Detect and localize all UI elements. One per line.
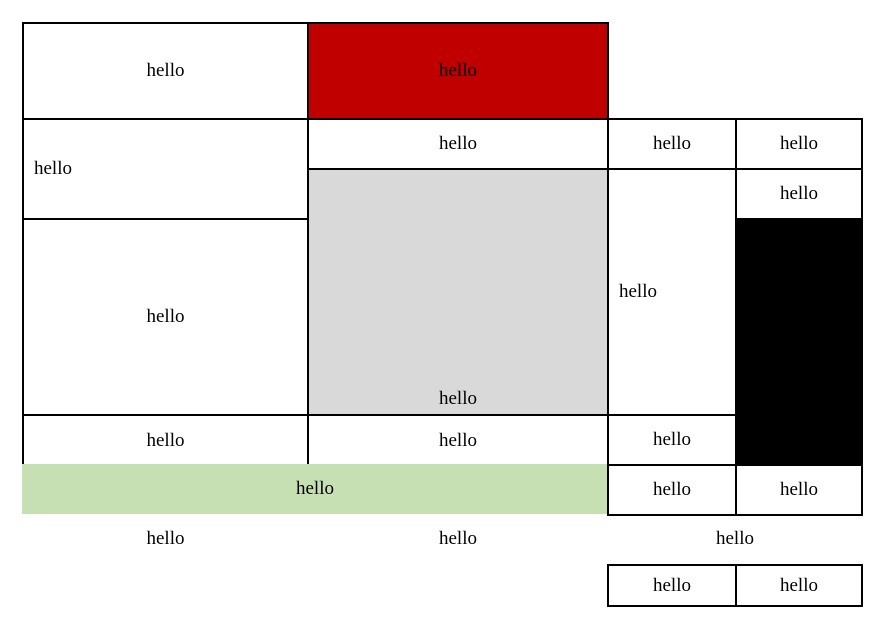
cell-r2-c1: hello — [22, 118, 309, 220]
cell-r6-c4: hello — [735, 464, 863, 516]
cell-r8-c4: hello — [735, 564, 863, 607]
cell-r5-c2: hello — [307, 414, 609, 466]
black-block — [735, 218, 863, 466]
cell-r3-c4: hello — [735, 168, 863, 220]
green-span-cell: hello — [22, 464, 608, 514]
gray-block: hello — [307, 168, 609, 416]
cell-r1-c2-red: hello — [307, 22, 609, 120]
cell-r4-c1: hello — [22, 218, 309, 416]
cell-r2-c4: hello — [735, 118, 863, 170]
cell-r1-c1: hello — [22, 22, 309, 120]
cell-r8-c3: hello — [607, 564, 737, 607]
cell-r5-c1: hello — [22, 414, 309, 466]
cell-r2-c2: hello — [307, 118, 609, 170]
cell-r6-c3: hello — [607, 464, 737, 516]
cell-r7-c34: hello — [716, 528, 754, 549]
cell-r2-c3: hello — [607, 118, 737, 170]
cell-mid-c3: hello — [607, 168, 737, 416]
cell-r7-c1: hello — [146, 528, 185, 549]
cell-r5-c3: hello — [607, 414, 737, 466]
cell-r7-c2: hello — [439, 528, 477, 549]
